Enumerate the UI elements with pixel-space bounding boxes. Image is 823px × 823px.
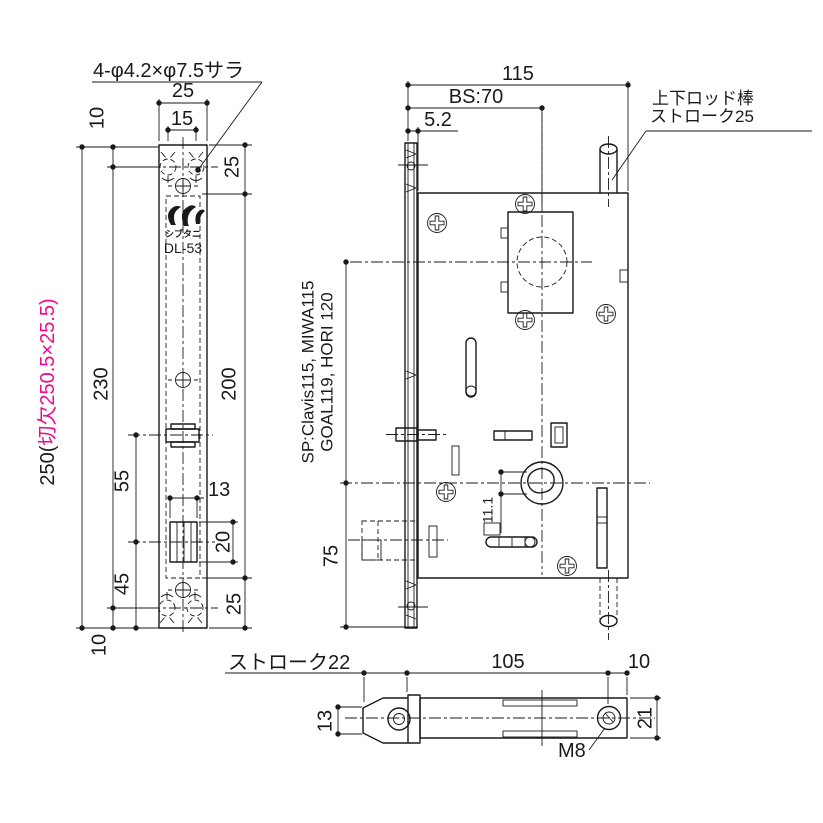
dim-bolt-length: 20 xyxy=(212,531,234,553)
shibutani-logo-icon xyxy=(168,205,205,226)
dim-head-width: 13 xyxy=(314,710,336,732)
dim-cutout-length: 200 xyxy=(218,367,240,400)
model-label: DL-53 xyxy=(164,240,202,256)
bolt-head xyxy=(362,697,409,744)
dim-bar-width: 21 xyxy=(634,707,656,729)
vertical-rod-top xyxy=(599,136,618,207)
note-leader-line xyxy=(197,81,263,171)
brand-name-label: シブタニ xyxy=(165,228,201,239)
vertical-rod-bottom xyxy=(599,570,618,640)
dim-plate-thickness: 5.2 xyxy=(424,109,452,131)
front-view: シブタニ DL-53 xyxy=(36,60,263,656)
deadbolt-thrown-dashed xyxy=(348,520,448,561)
rod-note-line2: ストローク25 xyxy=(650,107,754,126)
latch-bolt xyxy=(165,423,200,448)
dim-hole-span: 15 xyxy=(171,108,193,130)
bolt-flange xyxy=(407,694,421,744)
case-edge-notch xyxy=(619,269,629,283)
dim-top-cut: 25 xyxy=(221,156,243,178)
roller-pin xyxy=(387,707,411,731)
dim-case-depth: 115 xyxy=(502,63,534,85)
cylinder-mount-plate xyxy=(507,211,574,314)
note-centers-line1: SP:Clavis115, MIWA115 xyxy=(298,281,317,464)
countersink-note-label: 4-φ4.2×φ7.5サラ xyxy=(93,60,244,82)
bolt-view: ストローク22 105 10 13 21 M8 xyxy=(225,651,661,762)
dim-plate-width: 25 xyxy=(172,80,194,102)
dim-hub-to-plate-end: 75 xyxy=(320,545,342,567)
dim-hub-square: 11.1 xyxy=(480,497,496,523)
dim-backset: BS:70 xyxy=(449,86,503,108)
dim-bolt-width: 13 xyxy=(208,479,230,501)
lock-case-outline xyxy=(417,192,629,579)
dim-body-length: 105 xyxy=(491,651,524,673)
dim-tail: 10 xyxy=(628,651,650,673)
rod-slide-slot xyxy=(596,487,608,569)
dim-overall-cutout: 切欠250.5×25.5) xyxy=(36,298,59,445)
dim-top-margin: 10 xyxy=(86,107,108,129)
bolt-view-dimensions xyxy=(225,670,661,751)
guide-slot xyxy=(465,337,477,398)
faceplate-edge-hole-marks xyxy=(398,149,428,620)
side-view-dimensions xyxy=(340,81,812,630)
dim-overall-length: 250(切欠250.5×25.5) xyxy=(36,298,59,485)
rod-note-line1: 上下ロッド棒 xyxy=(652,89,754,108)
thumbturn-hub xyxy=(520,461,564,505)
dim-hole-to-hole: 230 xyxy=(90,367,112,400)
dim-bottom-margin: 10 xyxy=(88,634,110,656)
dim-latch-to-bolt: 55 xyxy=(111,470,133,492)
side-view: 115 BS:70 5.2 SP:Clavis115, MIWA115 GOAL… xyxy=(298,63,812,640)
front-view-dimensions xyxy=(76,99,252,631)
faceplate-edge xyxy=(404,142,418,629)
dim-bottom-cut: 25 xyxy=(223,593,245,615)
thread-label: M8 xyxy=(558,740,586,762)
dim-stroke: ストローク22 xyxy=(228,651,350,674)
dim-overall-prefix: 250( xyxy=(37,445,59,485)
note-centers-line2: GOAL119, HORI 120 xyxy=(317,292,336,451)
dim-bolt-to-bottom: 45 xyxy=(111,573,133,595)
